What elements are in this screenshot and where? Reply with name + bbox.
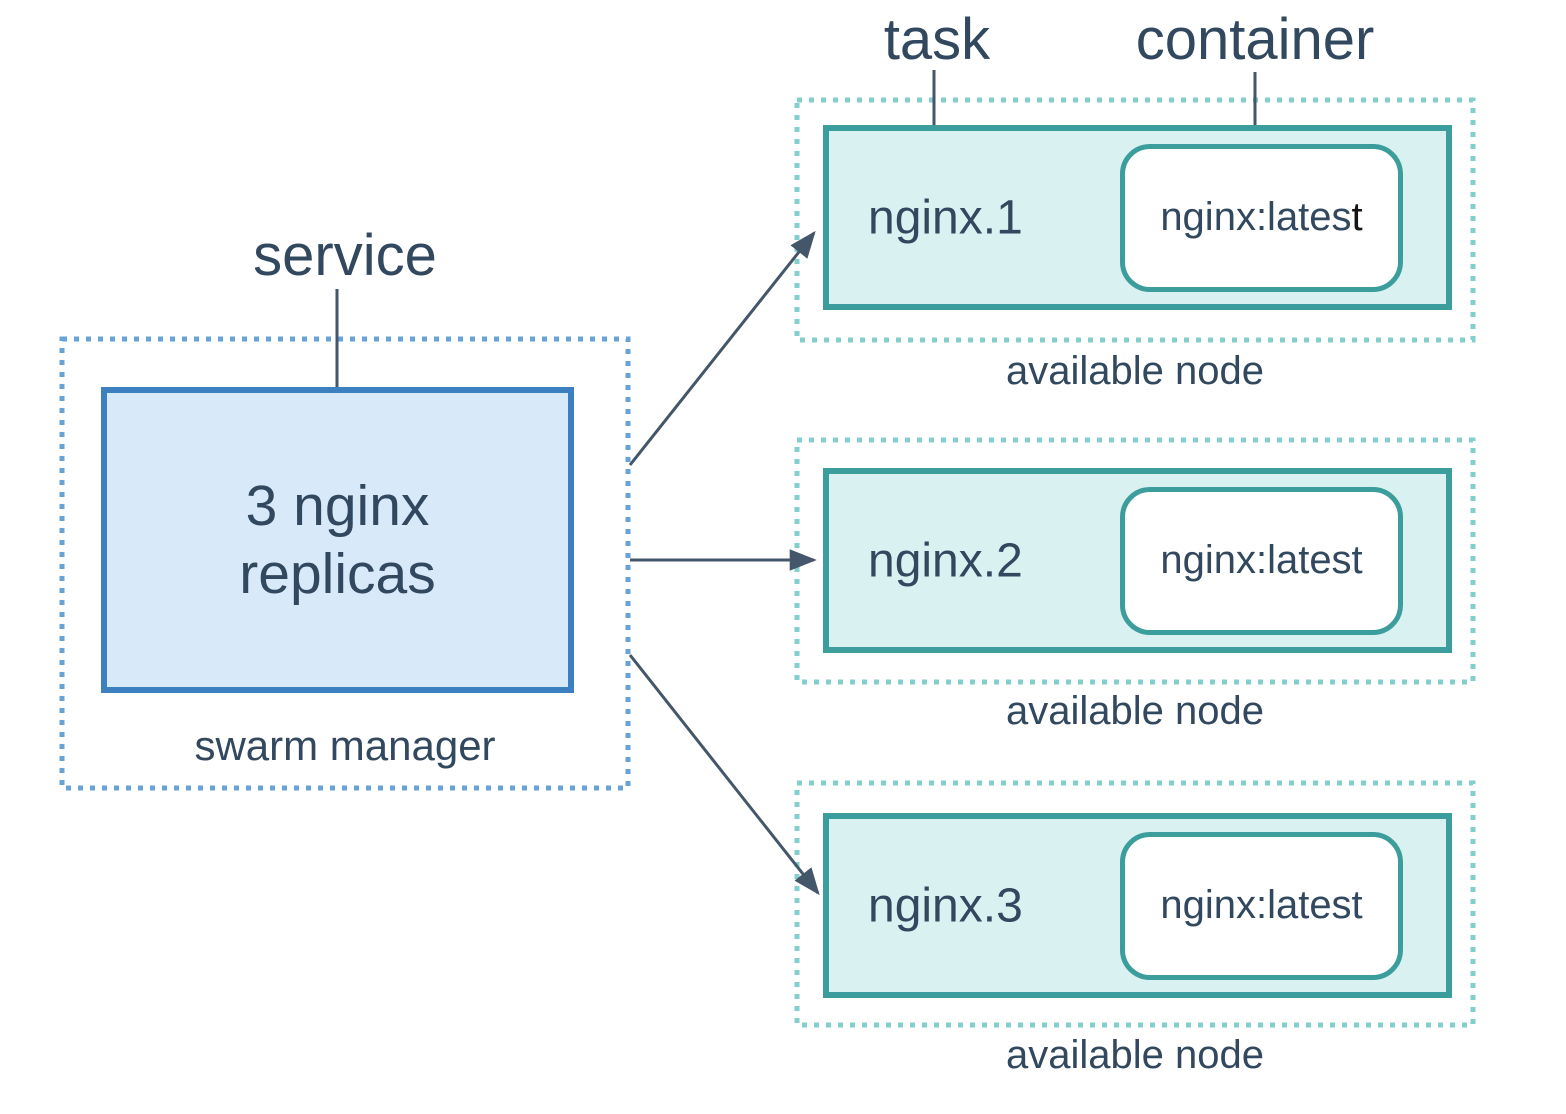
service-label: service [253,223,437,288]
node-2-caption: available node [1006,689,1264,733]
task-name: nginx.2 [868,534,1023,587]
service-box: 3 nginx replicas [101,387,574,693]
node-1-caption: available node [1006,349,1264,393]
task-name: nginx.3 [868,879,1023,932]
service-box-line2: replicas [239,542,436,606]
node-3-dotted-box [794,780,1476,1028]
container-image-label: nginx:latest [1160,883,1363,927]
node-3-task-box: nginx.3 nginx:latest [823,813,1452,998]
node-2-task-box: nginx.2 nginx:latest [823,468,1452,653]
container-image-label: nginx:lates [1160,195,1352,239]
node-2-dotted-box [794,437,1476,685]
service-box-line1: 3 nginx [245,473,430,538]
container-label: container [1135,7,1375,72]
container-image-label-suffix: t [1351,195,1363,239]
task-label: task [883,7,991,72]
node-3-caption: available node [1006,1033,1264,1077]
node-1-dotted-box [794,97,1476,343]
swarm-manager-dotted-box [59,336,631,791]
container-image-label: nginx:latest [1160,538,1363,582]
swarm-manager-caption: swarm manager [194,722,496,769]
container-box: nginx:latest [1120,831,1403,980]
arrow-to-node-1 [628,230,816,466]
container-box: nginx:latest [1120,486,1403,635]
task-name: nginx.1 [868,191,1023,244]
arrow-to-node-3 [628,654,820,896]
